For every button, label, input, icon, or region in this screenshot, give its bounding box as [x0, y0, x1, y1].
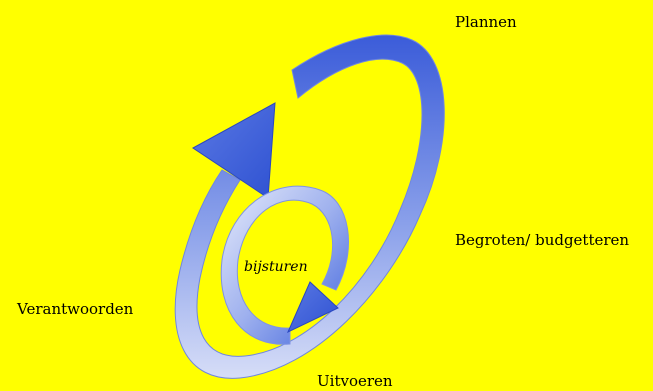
- label-begroten: Begroten/ budgetteren: [455, 231, 630, 249]
- label-bijsturen: bijsturen: [244, 259, 308, 275]
- label-verantwoorden: Verantwoorden: [17, 300, 134, 318]
- inner-cycle-arrow: [220, 185, 349, 345]
- label-plannen: Plannen: [455, 13, 517, 31]
- outer-cycle-arrow: [174, 34, 445, 379]
- label-uitvoeren: Uitvoeren: [317, 372, 393, 390]
